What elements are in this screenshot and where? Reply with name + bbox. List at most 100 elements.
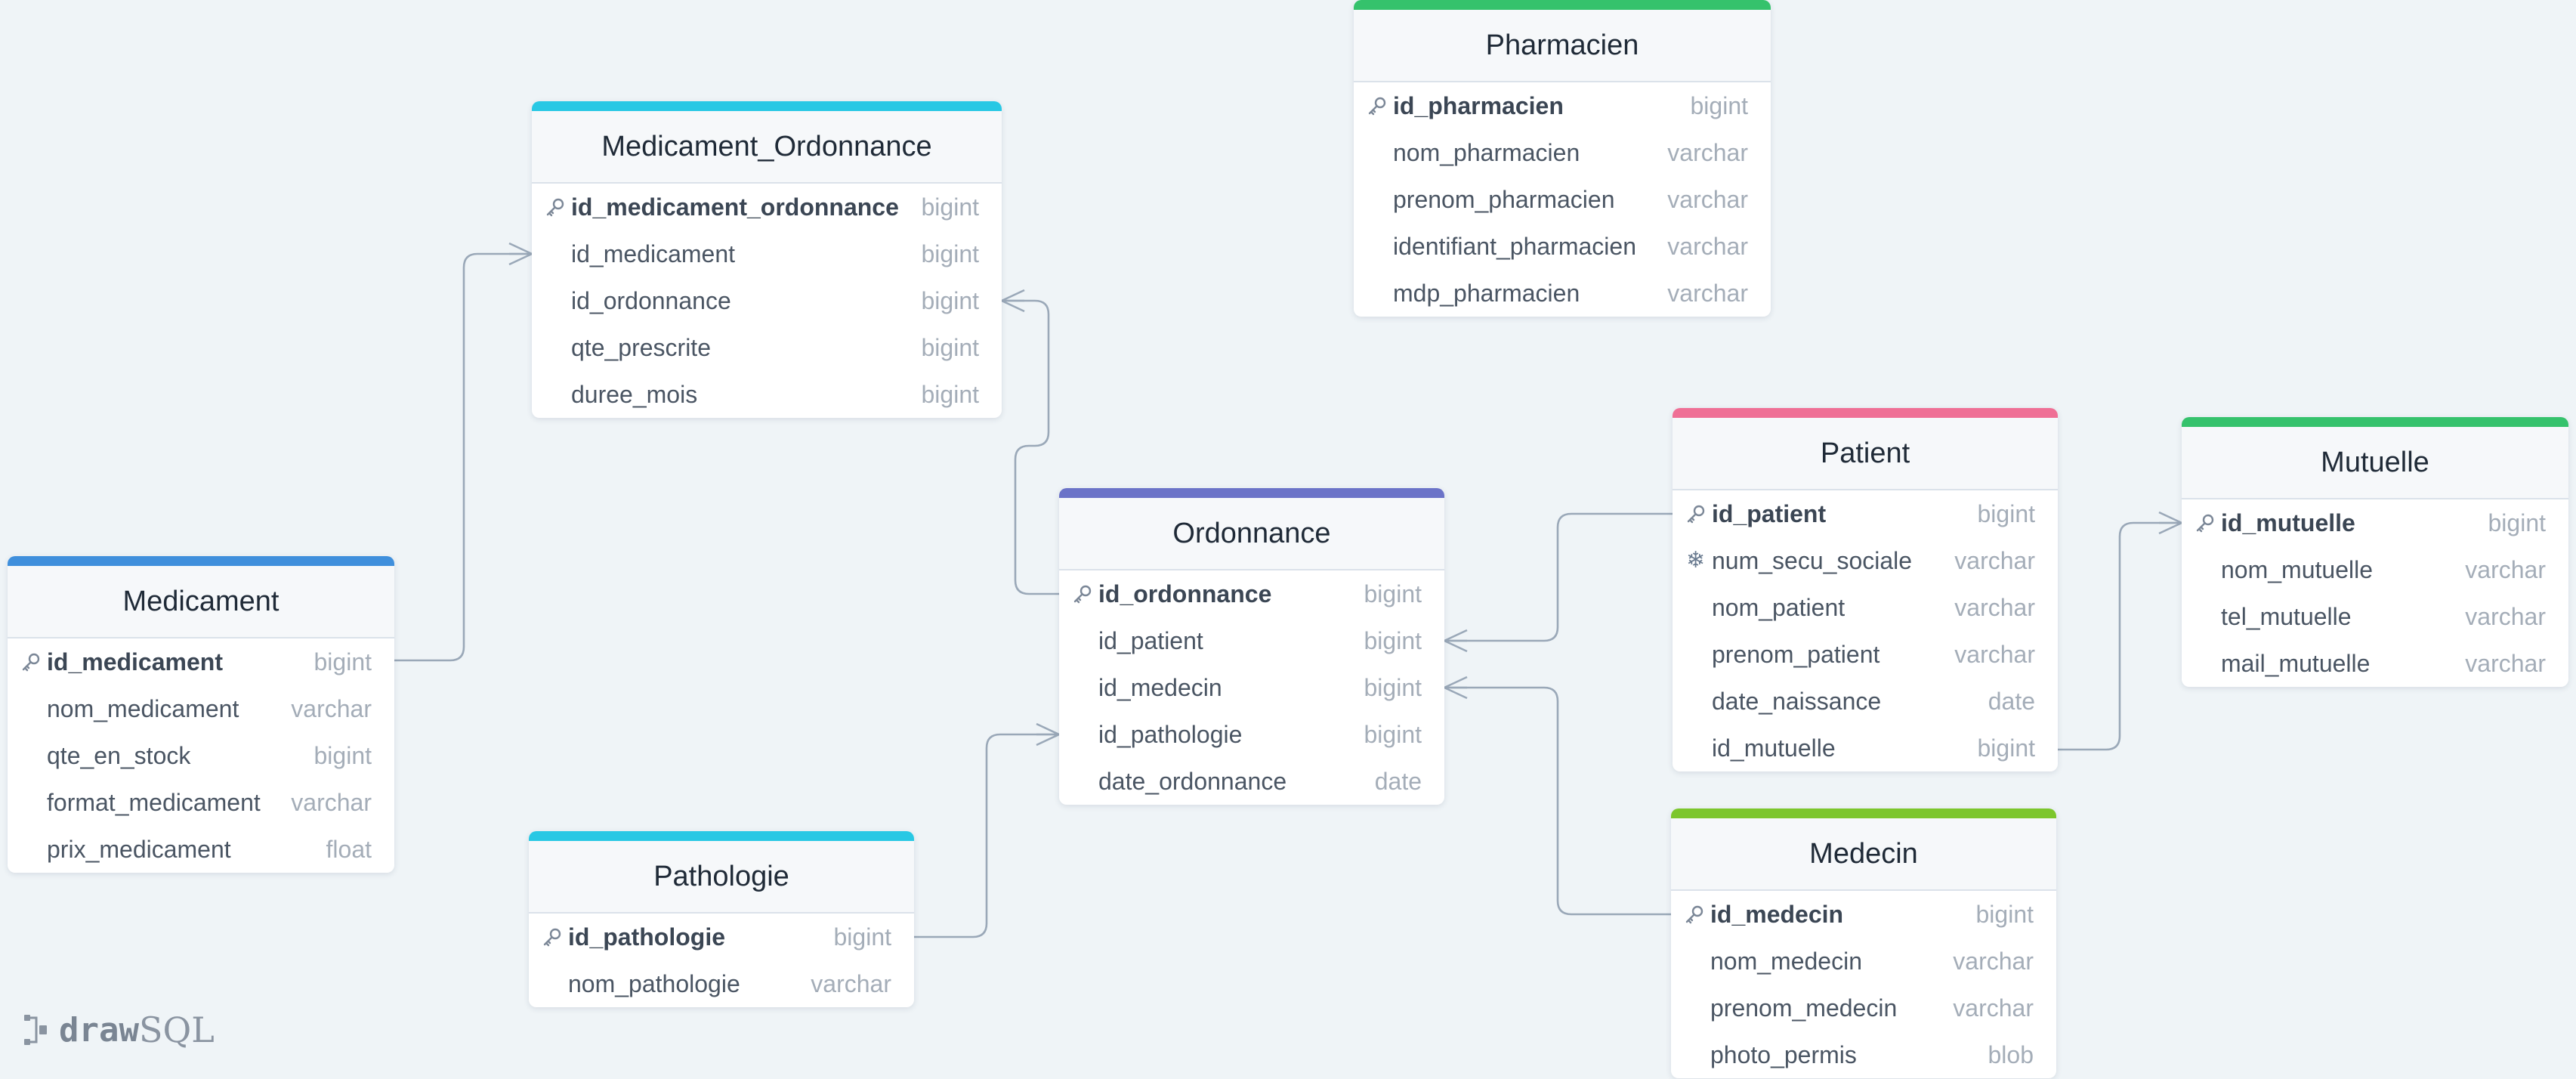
column-type: bigint [314,741,372,769]
crowfoot-ordonnance-id-pathologie [1036,722,1060,747]
column-type: float [326,835,372,863]
table-header[interactable]: Ordonnance [1059,488,1444,570]
column-type: bigint [1975,900,2034,928]
column-name: duree_mois [571,380,698,408]
column-row[interactable]: id_medecin bigint [1671,891,2056,938]
column-row[interactable]: id_medicament bigint [532,230,1002,277]
table-header[interactable]: Medicament_Ordonnance [532,101,1002,184]
crowfoot-medicament-ordonnance-id-ordonnance [1001,289,1025,313]
column-name: qte_prescrite [571,333,711,361]
table-header[interactable]: Patient [1673,408,2058,490]
column-name: id_mutuelle [2221,509,2355,536]
drawsql-logo-icon [24,1015,47,1045]
column-type: varchar [2465,555,2546,583]
column-type: varchar [1667,232,1748,260]
unique-index-icon: ❄ [1686,548,1706,573]
column-name: nom_medicament [47,694,239,722]
column-type: bigint [1364,626,1422,654]
column-name: tel_mutuelle [2221,602,2352,630]
column-type: bigint [1690,91,1749,119]
column-row[interactable]: prenom_pharmacien varchar [1354,176,1771,223]
crowfoot-ordonnance-id-medecin [1444,676,1468,700]
column-name: qte_en_stock [47,741,191,769]
column-type: bigint [1977,499,2036,527]
table-header[interactable]: Medicament [8,556,394,638]
table-header[interactable]: Mutuelle [2182,417,2568,499]
column-row[interactable]: prenom_medecin varchar [1671,985,2056,1031]
column-name: photo_permis [1710,1040,1857,1068]
column-type: bigint [921,240,980,267]
connector-medecin [1444,686,1671,916]
column-type: varchar [291,694,372,722]
table-name: Medecin [1809,837,1918,870]
table-header[interactable]: Medecin [1671,808,2056,891]
primary-key-icon [542,927,568,947]
column-type: bigint [1364,720,1422,748]
column-name: mdp_pharmacien [1393,279,1580,307]
column-type: varchar [1667,185,1748,213]
primary-key-icon [21,652,47,672]
column-name: prenom_medecin [1710,994,1898,1022]
column-name: identifiant_pharmacien [1393,232,1636,260]
table-header[interactable]: Pathologie [529,831,914,914]
column-name: id_medecin [1710,900,1844,928]
column-row[interactable]: tel_mutuelle varchar [2182,593,2568,640]
brand-draw-text: draw [59,1010,139,1050]
column-type: bigint [921,286,980,314]
primary-key-icon [1685,904,1710,924]
column-type: varchar [1953,947,2034,975]
column-type: varchar [2465,602,2546,630]
column-type: varchar [1953,994,2034,1022]
column-row[interactable]: qte_en_stock bigint [8,732,394,779]
column-name: id_medicament [571,240,735,267]
column-type: bigint [1364,580,1422,608]
column-name: mail_mutuelle [2221,649,2371,677]
column-name: prenom_pharmacien [1393,185,1615,213]
connector-ordonnance [1002,299,1059,595]
table-header[interactable]: Pharmacien [1354,0,1771,82]
column-row[interactable]: identifiant_pharmacien varchar [1354,223,1771,270]
column-row[interactable]: nom_medicament varchar [8,685,394,732]
column-type: date [1988,687,2035,715]
column-name: id_medicament [47,648,223,676]
column-type: bigint [1364,673,1422,701]
